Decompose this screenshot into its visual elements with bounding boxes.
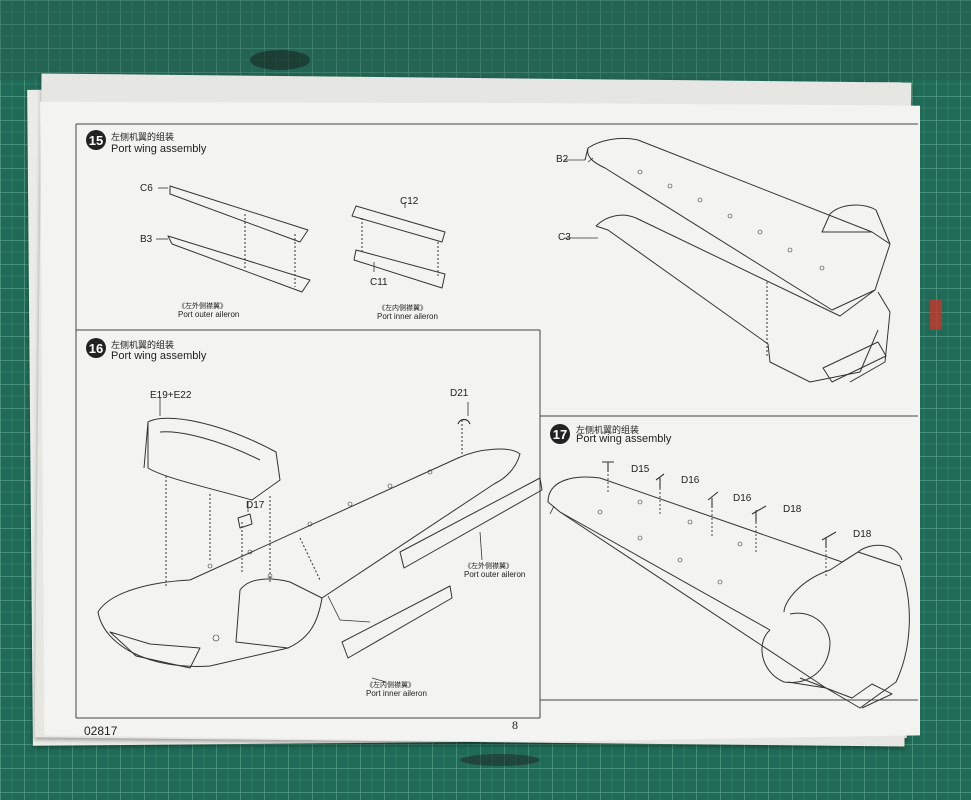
step15-outer-aileron-drawing — [156, 185, 311, 293]
caption-en: Port outer aileron — [178, 310, 240, 319]
step-title-cn: 左侧机翼的组装 — [111, 132, 175, 142]
part-label: C3 — [558, 232, 571, 243]
step-title-en: Port wing assembly — [576, 433, 672, 445]
step-title-en: Port wing assembly — [111, 143, 207, 155]
step-number-badge: 15 — [86, 130, 106, 150]
part-label: D18 — [783, 504, 802, 515]
step-number-badge: 16 — [86, 338, 106, 358]
part-label: B3 — [140, 234, 153, 245]
part-label: C11 — [370, 277, 388, 288]
caption-en: Port inner aileron — [366, 689, 427, 698]
caption-cn: 《左外侧襟翼》 — [464, 563, 513, 570]
instruction-page: 15 左侧机翼的组装 Port wing assembly C6 B3 C12 … — [40, 101, 920, 742]
part-label: D16 — [681, 475, 700, 486]
part-label: C6 — [140, 183, 153, 194]
part-label: E19+E22 — [150, 390, 192, 401]
caption-en: Port inner aileron — [377, 312, 438, 321]
step-number-badge: 17 — [550, 424, 570, 444]
part-label: D17 — [246, 500, 265, 511]
caption-en: Port outer aileron — [464, 570, 526, 579]
product-code: 02817 — [84, 724, 118, 738]
part-label: D21 — [450, 388, 469, 399]
step-title-cn: 左侧机翼的组装 — [111, 340, 175, 350]
step17-wing-drawing — [547, 461, 910, 709]
assembly-diagram — [75, 123, 918, 719]
panel-borders — [75, 123, 918, 719]
caption-cn: 《左外侧襟翼》 — [178, 303, 227, 310]
part-label: D15 — [631, 464, 650, 475]
step15-wing-drawing — [564, 137, 891, 383]
step-title-en: Port wing assembly — [111, 350, 207, 362]
part-label: D16 — [733, 493, 752, 504]
step15-inner-aileron-drawing — [351, 202, 446, 289]
part-label: C12 — [400, 196, 419, 207]
caption-cn: 《左内侧襟翼》 — [366, 682, 415, 689]
part-label: B2 — [556, 154, 569, 165]
step16-wing-drawing — [97, 398, 543, 683]
page-number: 8 — [512, 718, 518, 732]
step-title-cn: 左侧机翼的组装 — [576, 425, 640, 435]
caption-cn: 《左内侧襟翼》 — [378, 305, 427, 312]
part-label: D18 — [853, 529, 872, 540]
